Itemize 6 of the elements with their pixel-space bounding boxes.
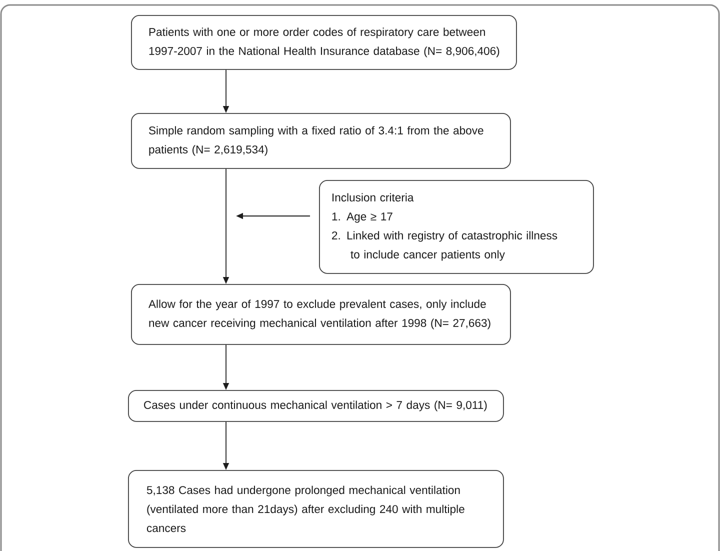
process-box: Patients with one or more order codes of respiratory care between 1997-2007 in the National Health Insurance database (N= 8,906,406): [131, 15, 517, 70]
process-box: 5,138 Cases had undergone prolonged mechanical ventilation (ventilated more than 21days) after excluding 240 with multiple cancers: [128, 470, 504, 548]
process-box: Simple random sampling with a fixed ratio of 3.4:1 from the above patients (N= 2,619,534): [131, 113, 511, 169]
process-box: Allow for the year of 1997 to exclude prevalent cases, only include new cancer receiving mechanical ventilation after 1998 (N= 27,663): [131, 284, 511, 345]
process-box: Cases under continuous mechanical ventilation > 7 days (N= 9,011): [128, 390, 504, 422]
criteria-box: Inclusion criteria 1. Age ≥ 17 2. Linked with registry of catastrophic illness to include cancer patients only: [319, 180, 594, 274]
